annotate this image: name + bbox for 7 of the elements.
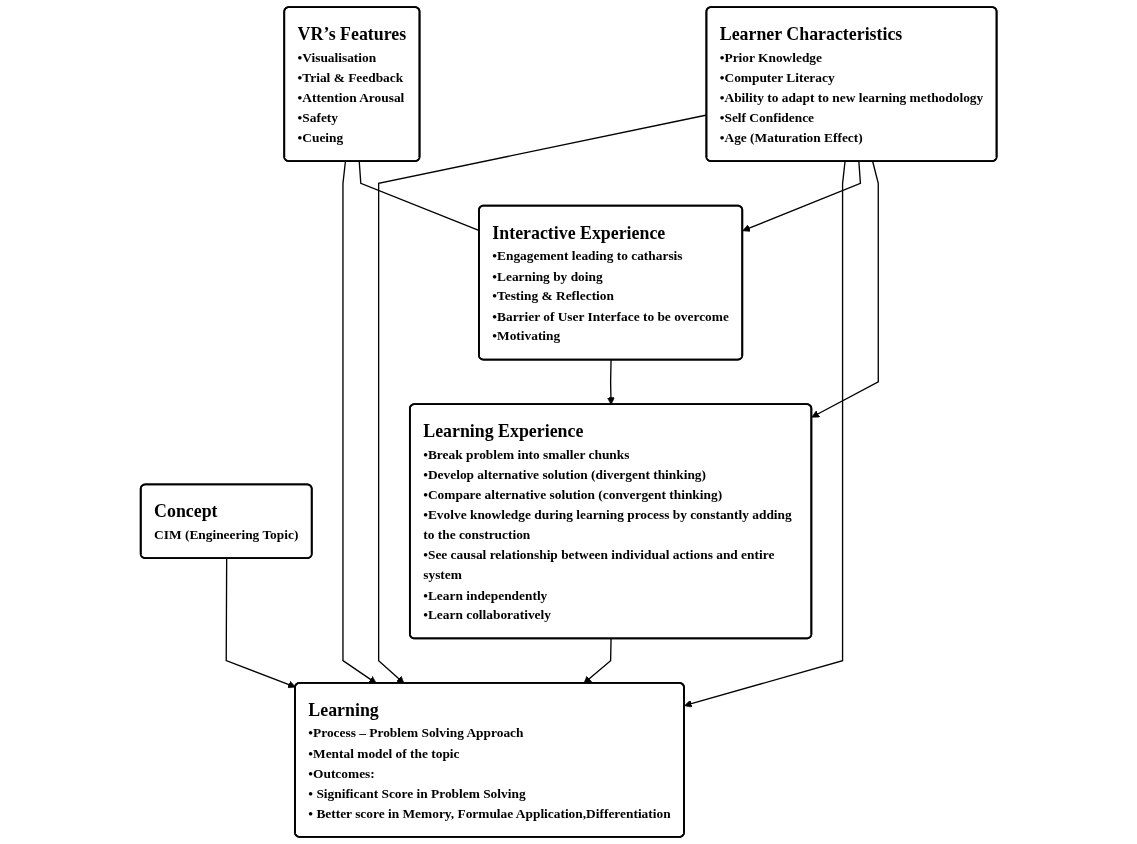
arrow (225, 557, 296, 689)
arrow (742, 160, 861, 232)
arrow (342, 160, 377, 684)
arrow (583, 638, 612, 684)
arrow (811, 160, 879, 418)
arrow (606, 359, 615, 405)
arrow (683, 160, 846, 708)
